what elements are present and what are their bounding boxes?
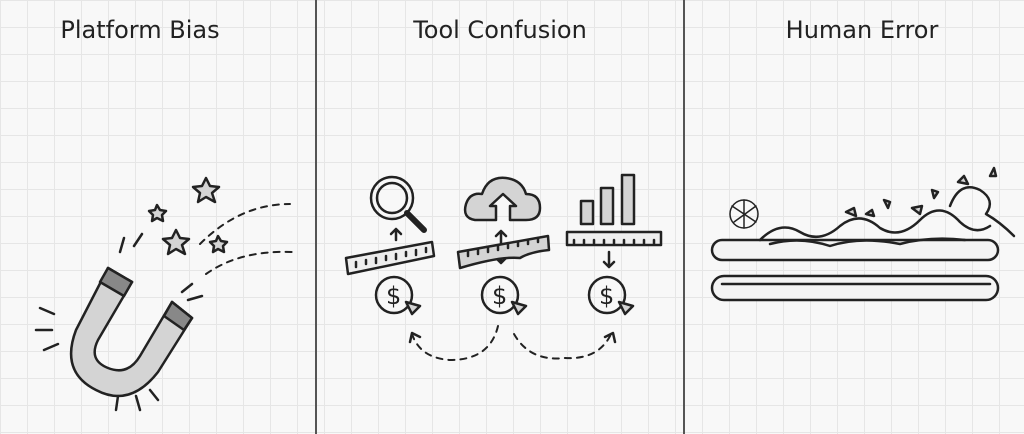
- arrow-down-icon: [602, 250, 616, 269]
- ruler-icon: [565, 230, 663, 247]
- tangled-debris-icon: [729, 166, 1016, 248]
- ruler-icon: [456, 234, 551, 270]
- attraction-curve: [199, 203, 291, 245]
- ruler-icon: [344, 240, 436, 276]
- bar-chart-icon: [579, 173, 636, 226]
- cloud-upload-icon: [463, 176, 542, 222]
- attraction-curve: [205, 250, 293, 275]
- flow-arrow: [513, 331, 613, 360]
- panel-divider-2: [683, 0, 685, 434]
- svg-text:$: $: [386, 282, 401, 310]
- magnifier-icon: [369, 175, 427, 233]
- svg-text:$: $: [492, 282, 507, 310]
- panel-title-platform-bias: Platform Bias: [60, 16, 220, 44]
- star-icons: [147, 176, 229, 256]
- magnet-icon: [34, 232, 204, 412]
- broken-pipe-icon: [710, 238, 1000, 302]
- arrowhead-icon: [408, 331, 422, 344]
- panel-title-tool-confusion: Tool Confusion: [413, 16, 587, 44]
- arrow-up-icon: [389, 227, 403, 242]
- flow-arrow: [411, 325, 499, 361]
- dollar-coin-icon: $ $ $: [374, 275, 635, 316]
- panel-divider-1: [315, 0, 317, 434]
- svg-text:$: $: [599, 282, 614, 310]
- arrowhead-icon: [603, 331, 617, 344]
- panel-title-human-error: Human Error: [785, 16, 939, 44]
